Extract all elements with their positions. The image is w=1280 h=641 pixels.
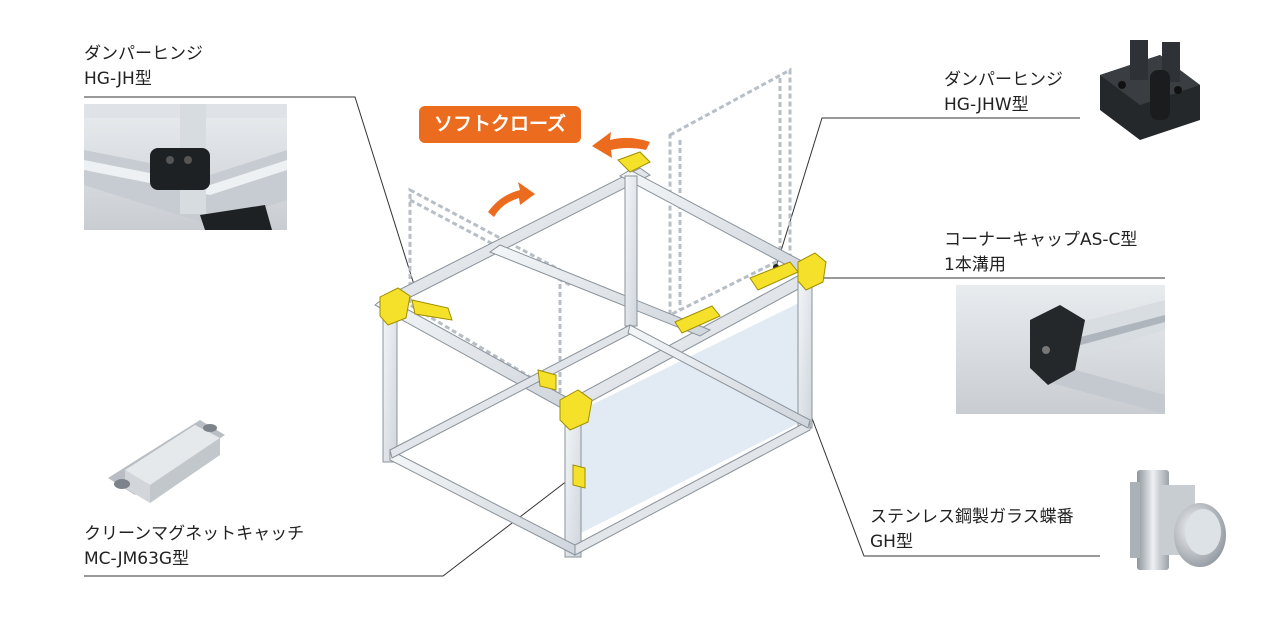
hinge-hg-jhw-1 bbox=[749, 261, 799, 291]
lower-catch bbox=[537, 369, 557, 391]
leader-hg-jh bbox=[84, 96, 417, 292]
photo-corner-cap bbox=[956, 285, 1165, 414]
corner-cap-front-left bbox=[379, 287, 411, 326]
arrow-left-icon bbox=[488, 182, 535, 217]
arrow-right-icon bbox=[592, 132, 650, 158]
glass-panel bbox=[577, 300, 805, 535]
photo-damper-hinge-hg-jhw bbox=[1100, 40, 1200, 140]
label-line2: 1本溝用 bbox=[944, 255, 1006, 275]
corner-cap-back bbox=[617, 151, 651, 173]
soft-close-badge: ソフトクローズ bbox=[419, 106, 581, 143]
hinge-body bbox=[150, 148, 210, 190]
corner-cap-front bbox=[559, 389, 593, 431]
leader-magnet bbox=[84, 473, 577, 577]
corner-cap-right bbox=[797, 252, 827, 291]
hinge-hg-jhw-2 bbox=[674, 305, 721, 334]
label-line1: ダンパーヒンジ bbox=[944, 70, 1063, 90]
label-line2: MC-JM63G型 bbox=[84, 549, 190, 569]
photo-magnet-catch bbox=[108, 420, 225, 503]
label-corner-cap: コーナーキャップAS-C型 1本溝用 bbox=[944, 228, 1137, 278]
photo-damper-hinge-hg-jh bbox=[84, 104, 287, 230]
label-line2: GH型 bbox=[870, 532, 913, 552]
label-line1: クリーンマグネットキャッチ bbox=[84, 524, 305, 544]
corner-cap-body bbox=[1030, 305, 1085, 385]
leader-hg-jhw bbox=[775, 117, 1080, 268]
label-damper-hinge-hg-jhw: ダンパーヒンジ HG-JHW型 bbox=[944, 68, 1063, 118]
label-damper-hinge-hg-jh: ダンパーヒンジ HG-JH型 bbox=[84, 42, 203, 92]
label-line2: HG-JH型 bbox=[84, 69, 152, 89]
leader-glass-hinge bbox=[803, 396, 1100, 557]
label-clean-magnet-catch: クリーンマグネットキャッチ MC-JM63G型 bbox=[84, 522, 304, 572]
photo-glass-hinge bbox=[1130, 470, 1226, 570]
label-line2: HG-JHW型 bbox=[944, 95, 1029, 115]
label-line1: ステンレス鋼製ガラス蝶番 bbox=[870, 507, 1074, 527]
hinge-hg-jh bbox=[411, 299, 453, 321]
label-line1: コーナーキャップAS-C型 bbox=[944, 230, 1138, 250]
label-line1: ダンパーヒンジ bbox=[84, 44, 203, 64]
magnet-catch bbox=[572, 464, 586, 489]
soft-close-arrows bbox=[488, 132, 650, 217]
label-glass-hinge: ステンレス鋼製ガラス蝶番 GH型 bbox=[870, 505, 1074, 555]
yellow-parts bbox=[379, 151, 827, 489]
